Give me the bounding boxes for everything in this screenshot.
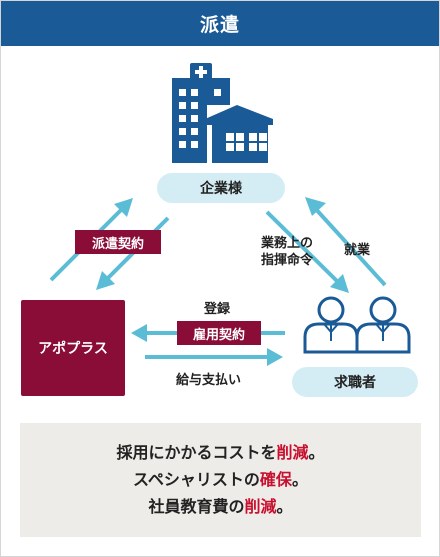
salary-label: 給与支払い: [176, 373, 242, 388]
work-command-line1: 業務上の: [261, 236, 314, 251]
header-title: 派遣: [1, 1, 439, 46]
employment-label: 就業: [344, 243, 371, 258]
flow-diagram: [49, 63, 411, 366]
arrow-company-to-seeker: [265, 210, 343, 287]
company-pill: 企業様: [157, 173, 285, 203]
summary-line-1-text: 採用にかかるコストを: [116, 443, 277, 462]
person-icon: [303, 296, 359, 354]
agency-box: アポプラス: [21, 300, 125, 396]
summary-line-2-text: スペシャリストの: [133, 470, 260, 489]
person-icon: [355, 296, 411, 354]
summary-line-2: スペシャリストの確保。: [133, 468, 308, 492]
summary-line-2-emphasis: 確保: [259, 470, 292, 489]
summary-line-3-text: 社員教育費の: [148, 497, 245, 516]
work-command-label: 業務上の 指揮命令: [261, 235, 313, 269]
seeker-pill: 求職者: [292, 367, 418, 397]
summary-line-1-emphasis: 削減: [276, 443, 309, 462]
building-icon: [172, 63, 273, 163]
summary-line-3-end: 。: [276, 497, 293, 516]
arrow-seeker-to-company: [311, 204, 387, 287]
summary-line-1-end: 。: [308, 443, 325, 462]
dispatch-contract-label: 派遣契約: [75, 230, 161, 254]
summary-line-2-end: 。: [291, 470, 308, 489]
summary-box: 採用にかかるコストを削減。 スペシャリストの確保。 社員教育費の削減。: [20, 423, 421, 537]
registration-label: 登録: [204, 302, 231, 317]
summary-line-3-emphasis: 削減: [244, 497, 277, 516]
summary-line-3: 社員教育費の削減。: [148, 495, 292, 519]
summary-line-1: 採用にかかるコストを削減。: [116, 441, 324, 465]
work-command-line2: 指揮命令: [261, 253, 314, 268]
employment-contract-label: 雇用契約: [177, 321, 261, 345]
